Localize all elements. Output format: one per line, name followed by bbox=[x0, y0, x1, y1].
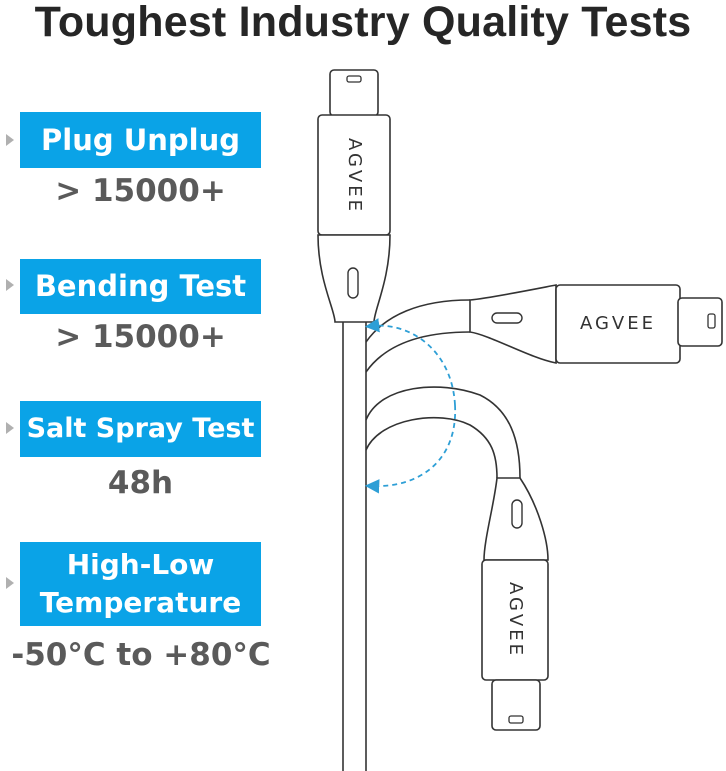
bend-motion-arrows bbox=[364, 318, 456, 494]
bullet-arrow-icon bbox=[6, 422, 14, 434]
test-value: > 15000+ bbox=[55, 319, 226, 355]
test-badge-salt-spray: Salt Spray Test bbox=[20, 401, 261, 457]
test-value: 48h bbox=[107, 465, 174, 501]
cable-bend-right bbox=[365, 299, 471, 373]
test-value: -50°C to +80°C bbox=[11, 637, 271, 673]
test-label-line1: High-Low bbox=[66, 548, 215, 581]
test-label-line2: Temperature bbox=[39, 586, 242, 619]
brand-logo-bottom: AGVEE bbox=[505, 582, 526, 658]
cable-bend-down bbox=[365, 386, 521, 479]
page-title: Toughest Industry Quality Tests bbox=[34, 0, 692, 46]
brand-logo-right: AGVEE bbox=[580, 313, 656, 334]
test-badge-bending: Bending Test bbox=[20, 259, 261, 314]
usb-connector-top: AGVEE bbox=[317, 69, 391, 323]
brand-logo-top: AGVEE bbox=[344, 138, 365, 214]
test-value: > 15000+ bbox=[55, 173, 226, 209]
bullet-arrow-icon bbox=[6, 134, 14, 146]
test-label: Plug Unplug bbox=[41, 123, 240, 157]
usb-connector-right: AGVEE bbox=[469, 284, 723, 364]
test-badge-high-low-temp: High-Low Temperature bbox=[20, 542, 261, 626]
test-label: Bending Test bbox=[34, 269, 247, 303]
test-badge-plug-unplug: Plug Unplug bbox=[20, 112, 261, 168]
usb-connector-bottom: AGVEE bbox=[481, 477, 549, 731]
cable-straight bbox=[342, 322, 367, 771]
test-label: Salt Spray Test bbox=[26, 413, 255, 444]
bullet-arrow-icon bbox=[6, 279, 14, 291]
bullet-arrow-icon bbox=[6, 577, 14, 589]
